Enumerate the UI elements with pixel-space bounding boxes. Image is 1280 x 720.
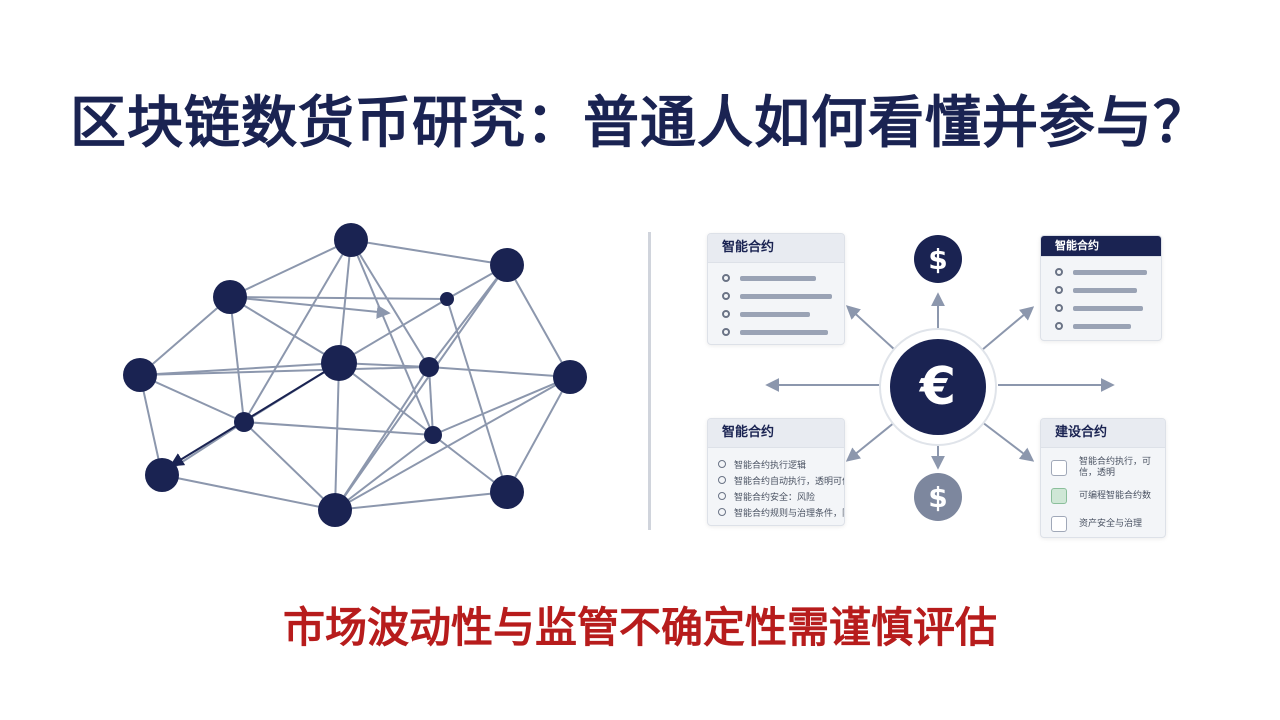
bullet-icon [1055,304,1063,312]
network-edge [229,296,245,423]
network-node [440,292,454,306]
bullet-icon [718,460,726,468]
network-edge [334,362,340,511]
page-title: 区块链数货币研究：普通人如何看懂并参与？ [70,91,1210,156]
network-edge [243,239,352,423]
network-edge [428,366,571,378]
network-node [490,248,524,282]
network-edge [350,239,430,368]
network-edge [446,298,508,493]
dollar-icon: $ [914,473,962,521]
list-item [1041,281,1161,299]
list-item [708,287,844,305]
document-icon [1051,488,1067,504]
arrow-top-right [981,306,1035,351]
network-edge [139,366,430,376]
network-node [419,357,439,377]
network-node [234,412,254,432]
network-edge [229,239,352,298]
network-edge [139,374,163,476]
network-edge [334,264,508,511]
bullet-icon [1055,322,1063,330]
connection-arrows [765,292,1115,470]
list-item: 智能合约自动执行，透明可信 [708,472,844,488]
section-divider [648,232,651,530]
document-icon [1051,460,1067,476]
network-edge [350,239,508,266]
network-node [334,223,368,257]
list-item: 智能合约执行，可信，透明 [1041,454,1165,482]
bullet-icon [722,328,730,336]
network-node [424,426,442,444]
euro-icon: € [890,339,986,435]
network-edge [161,474,336,511]
card-heading: 建设合约 [1041,419,1165,448]
network-edge [506,264,571,378]
network-node [123,358,157,392]
list-item [708,305,844,323]
bullet-icon [1055,268,1063,276]
network-edge [334,491,508,511]
list-item: 资产安全与治理 [1041,510,1165,537]
network-edge [139,374,245,423]
list-item: 智能合约规则与治理条件，限 [708,504,844,520]
network-edge-arrow [169,362,340,467]
network-edge [334,376,571,511]
card-heading: 智能合约 [1041,236,1161,257]
network-edge [350,239,434,436]
network-edge [229,296,340,364]
list-item [1041,317,1161,335]
list-item: 智能合约执行逻辑 [708,456,844,472]
contract-card-top-right: 智能合约 [1040,235,1162,341]
blockchain-network-diagram [123,223,587,527]
network-edge [334,434,434,511]
network-node [145,458,179,492]
arrow-bottom-right [981,421,1035,462]
document-icon [1051,516,1067,532]
bullet-icon [722,292,730,300]
network-node [490,475,524,509]
dollar-icon: $ [914,235,962,283]
network-edge [338,298,448,364]
list-item: 可编程智能合约数 [1041,482,1165,510]
card-heading: 智能合约 [708,419,844,448]
network-edge [432,376,571,436]
bullet-icon [718,476,726,484]
bullet-icon [722,310,730,318]
bullet-icon [1055,286,1063,294]
list-item [1041,263,1161,281]
network-edge [334,366,430,511]
network-edge [428,366,434,436]
bullet-icon [722,274,730,282]
card-heading: 智能合约 [708,234,844,263]
bullet-icon [718,508,726,516]
network-edge [139,362,340,376]
risk-subtitle: 市场波动性与监管不确定性需谨慎评估 [282,603,997,652]
list-item [1041,299,1161,317]
network-node [553,360,587,394]
network-node [321,345,357,381]
list-item [708,269,844,287]
bullet-icon [718,492,726,500]
contract-card-top-left: 智能合约 [707,233,845,345]
network-edge-arrow [229,296,391,319]
network-edge [139,296,231,376]
network-edge [243,421,434,436]
network-edge [243,421,336,511]
contract-card-bottom-right: 建设合约 智能合约执行，可信，透明 可编程智能合约数 资产安全与治理 [1040,418,1166,538]
smart-contract-diagram: 智能合约 智能合约 智能合约 智能合约执行逻辑 智能合约自动执行，透明可信 智能… [660,215,1220,545]
arrow-top-left [845,305,896,351]
network-edge [338,239,352,364]
list-item [708,323,844,341]
network-node [213,280,247,314]
list-item: 智能合约安全：风险 [708,488,844,504]
network-node [318,493,352,527]
arrow-bottom-left [845,421,896,462]
contract-card-bottom-left: 智能合约 智能合约执行逻辑 智能合约自动执行，透明可信 智能合约安全：风险 智能… [707,418,845,526]
network-edge [506,376,571,493]
network-edge [229,296,448,300]
network-edge [338,362,434,436]
